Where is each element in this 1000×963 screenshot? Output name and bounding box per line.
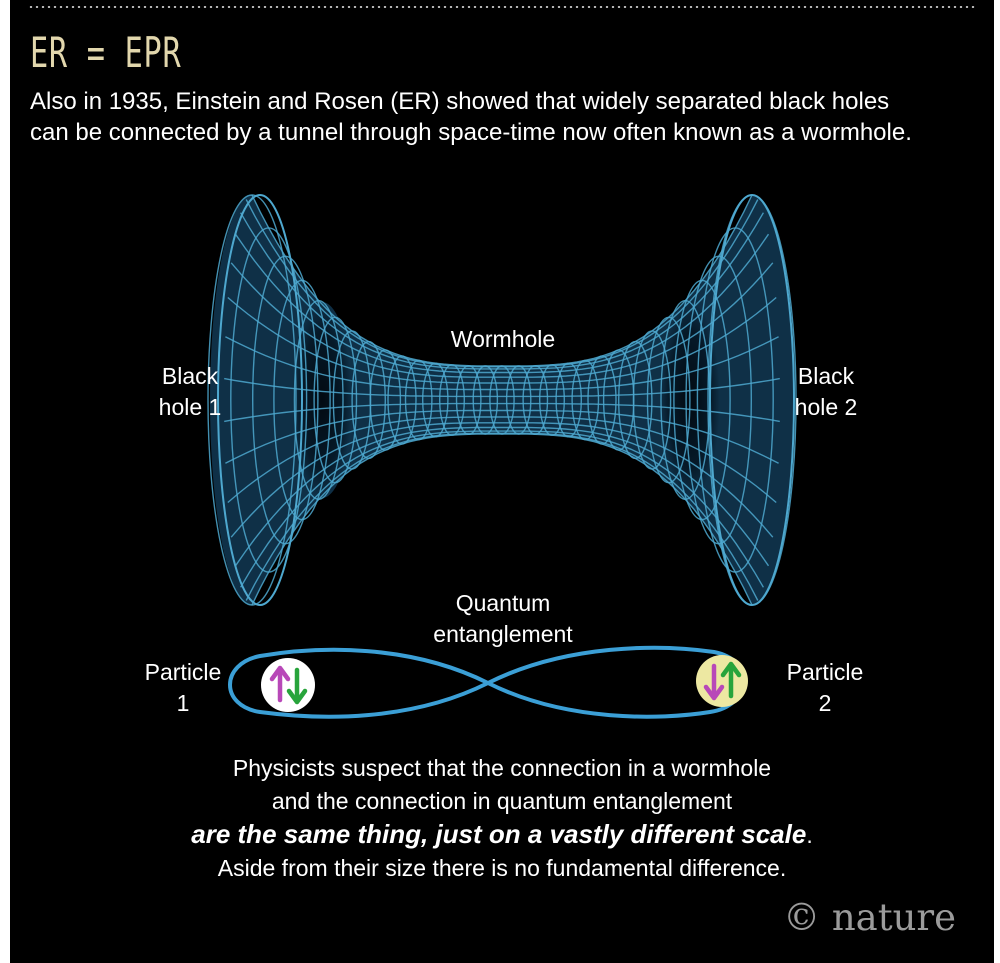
particle-2-label: Particle 2 [770, 657, 880, 719]
quantum-entanglement-label: Quantum entanglement [388, 588, 618, 650]
black-hole-2-rim [709, 194, 795, 606]
caption-line-1: Physicists suspect that the connection i… [232, 755, 772, 781]
wormhole-grid-line [224, 402, 780, 423]
particle-2-label-line1: Particle [786, 659, 864, 685]
wormhole-grid-line [225, 409, 779, 464]
wormhole-label: Wormhole [450, 326, 556, 352]
wormhole-grid-line [225, 336, 779, 391]
wormhole-body [210, 195, 794, 605]
entanglement-label-line2: entanglement [433, 621, 573, 647]
particle-1-spin-icon [261, 658, 315, 712]
black-hole-1-label: Black hole 1 [140, 361, 240, 423]
caption: Physicists suspect that the connection i… [10, 752, 994, 885]
wormhole-grid-line [224, 377, 780, 398]
spin-up-arrow-icon [720, 661, 742, 699]
black-hole-2-label: Black hole 2 [776, 361, 876, 423]
wormhole-grid-line [234, 426, 770, 567]
entanglement-loop [228, 645, 746, 719]
infographic-panel: ER = EPR Also in 1935, Einstein and Rose… [10, 0, 994, 963]
particle-2-spin-icon [696, 655, 748, 707]
caption-emphasis: are the same thing, just on a vastly dif… [191, 819, 807, 849]
black-hole-1-label-line2: hole 1 [158, 394, 222, 420]
spin-up-arrow-icon [269, 665, 291, 703]
wormhole-grid-line [239, 212, 765, 370]
wormhole-grid-line [227, 296, 777, 384]
wormhole-grid-line [230, 262, 774, 378]
particle-2-label-line2: 2 [818, 690, 832, 716]
caption-emphasis-period: . [806, 822, 813, 848]
particle-1-label: Particle 1 [128, 657, 238, 719]
spin-down-arrow-icon [286, 667, 308, 705]
spin-down-arrow-icon [703, 663, 725, 701]
entanglement-loop-path [228, 645, 746, 719]
page-title: ER = EPR [30, 28, 182, 77]
wormhole-grid-line [227, 416, 777, 504]
black-hole-1-label-line1: Black [161, 363, 219, 389]
caption-line-2: and the connection in quantum entangleme… [271, 788, 733, 814]
particle-1-label-line1: Particle [144, 659, 222, 685]
caption-line-3: are the same thing, just on a vastly dif… [10, 818, 994, 852]
wormhole-diagram [207, 194, 797, 719]
black-hole-1-rim [217, 194, 303, 606]
caption-line-4: Aside from their size there is no fundam… [217, 855, 787, 881]
dotted-top-rule [28, 6, 976, 8]
black-hole-2-label-line1: Black [797, 363, 855, 389]
wormhole-grid-line [239, 430, 765, 588]
entanglement-label-line1: Quantum [455, 590, 551, 616]
wormhole-grid-line [245, 199, 759, 368]
particle-1-label-line2: 1 [176, 690, 190, 716]
nature-logo: © nature [783, 896, 956, 939]
wormhole-surface [207, 194, 797, 606]
intro-text: Also in 1935, Einstein and Rosen (ER) sh… [30, 88, 912, 146]
wormhole-grid-line [234, 233, 770, 374]
black-hole-2-label-line2: hole 2 [794, 394, 858, 420]
wormhole-grid-line [251, 433, 753, 606]
wormhole-grid-line [230, 422, 774, 538]
